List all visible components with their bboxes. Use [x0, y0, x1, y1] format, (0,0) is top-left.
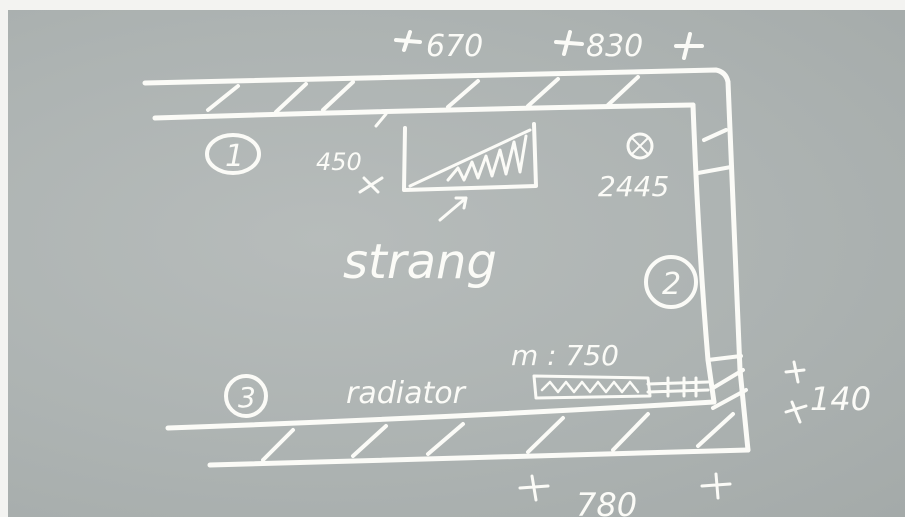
bottom-wall-inner-line: [165, 399, 717, 431]
top-wall-inner-line: [152, 102, 696, 121]
bottom-wall-outer-line: [207, 447, 751, 468]
top-wall-outer-line: [142, 67, 731, 86]
dimension-bottom: 780: [576, 486, 637, 517]
marker-three-circle: [224, 374, 268, 418]
dimension-right-corner: 2445: [598, 170, 669, 203]
marker-three-label: 3: [238, 381, 256, 414]
right-wall-hatching: [696, 128, 748, 410]
strang-arrow: [438, 196, 468, 222]
dimension-strang-offset: 450: [316, 148, 362, 176]
top-dimension-ticks: [394, 30, 704, 60]
strang-label: strang: [343, 234, 497, 290]
bottom-wall-hatching: [261, 412, 735, 462]
top-wall-hatching: [206, 75, 640, 114]
marker-two-circle: [644, 255, 698, 309]
radiator-outline: [532, 374, 652, 400]
whiteboard: 670 830 1 450 strang 2445 2 3 m : 750 ra…: [8, 10, 905, 517]
strang-zigzag: [446, 134, 528, 182]
dimension-wall-offset: 140: [810, 380, 871, 418]
dimension-top-left: 670: [426, 29, 483, 64]
strang-tick-top: [374, 112, 388, 128]
right-wall-inner-line: [690, 102, 717, 405]
marker-one-circle: [205, 133, 261, 175]
strang-tick-bottom: [358, 176, 384, 194]
radiator-label: radiator: [346, 376, 467, 411]
fixture-cross: [631, 137, 649, 155]
fixture-circle: [626, 132, 654, 160]
marker-one-label: 1: [225, 139, 244, 174]
strang-box: [402, 122, 538, 192]
dimension-radiator-length: m : 750: [511, 339, 619, 372]
radiator-pipe: [646, 376, 710, 398]
radiator-zigzag: [540, 380, 640, 394]
right-wall-outer-line: [725, 79, 751, 453]
marker-two-label: 2: [662, 267, 681, 302]
bottom-dimension-ticks: [518, 472, 732, 502]
dimension-top-right: 830: [586, 29, 643, 64]
strang-diagonal: [408, 128, 532, 188]
floor-plan-sketch: 670 830 1 450 strang 2445 2 3 m : 750 ra…: [142, 29, 871, 517]
right-dimension-ticks: [784, 360, 808, 424]
